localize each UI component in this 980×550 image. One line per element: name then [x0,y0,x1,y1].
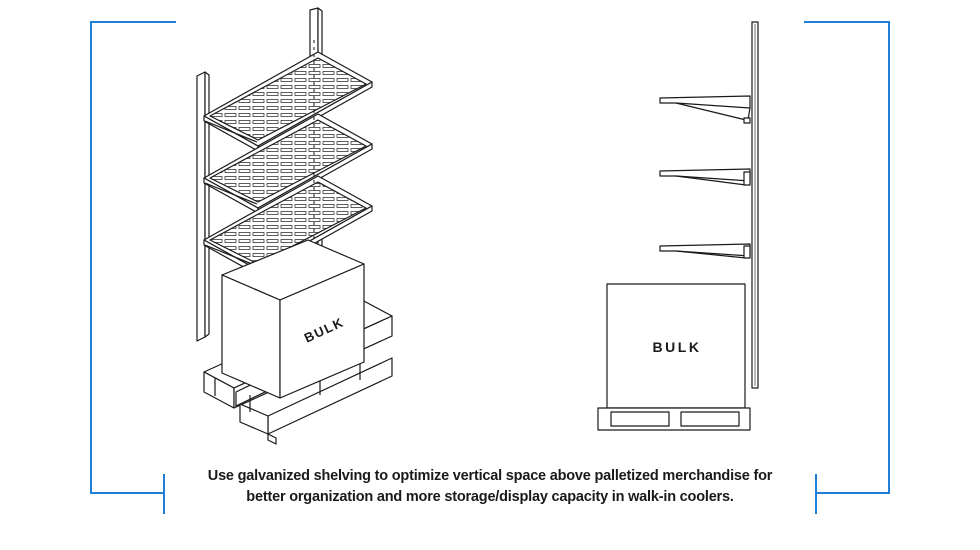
caption-line-2: better organization and more storage/dis… [246,489,734,505]
left-bulk-box [221,239,365,399]
right-side-elevation [597,21,759,431]
right-pallet [597,407,751,431]
frame-right-bracket [804,21,890,514]
bracket-bottom [659,243,751,259]
right-bulk-box [606,283,746,409]
frame-left-bracket [90,21,176,514]
front-upright-post [196,71,210,342]
wall-upright [751,21,759,389]
bracket-top [659,95,751,124]
caption: Use galvanized shelving to optimize vert… [180,466,800,508]
caption-line-1: Use galvanized shelving to optimize vert… [207,468,773,484]
right-box-label: BULK [653,339,702,355]
left-isometric-shelving [196,7,393,445]
bracket-middle [659,168,751,186]
